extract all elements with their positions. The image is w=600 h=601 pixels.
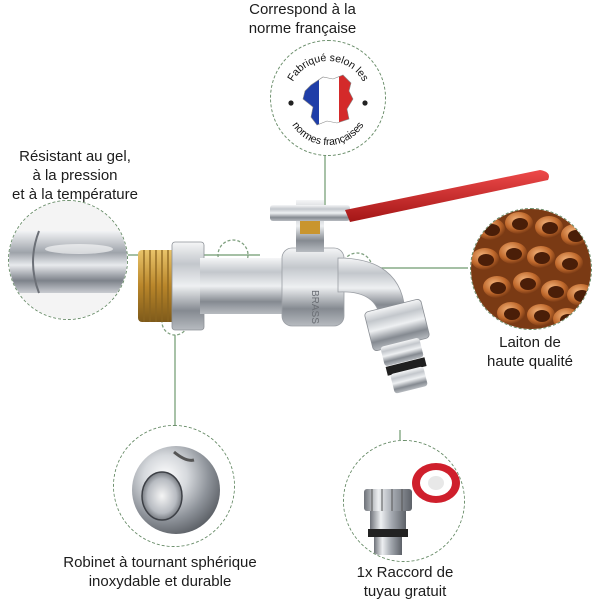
right-caption: Laiton de haute qualité [487, 334, 573, 370]
copper-pipe-end [553, 308, 581, 329]
copper-pipe-end [505, 212, 533, 234]
copper-pipes-circle [470, 208, 592, 330]
copper-pipe-end [527, 304, 555, 326]
copper-pipe-end [541, 280, 569, 302]
copper-pipe-end [555, 252, 583, 274]
copper-pipe-end [535, 216, 563, 238]
left-caption: Résistant au gel, à la pression et à la … [12, 148, 138, 203]
top-caption: Correspond à la norme française [248, 1, 357, 37]
france-map-icon: Fabriqué selon les normes françaises [285, 52, 371, 148]
french-norm-badge: Fabriqué selon les normes françaises [270, 40, 386, 156]
hose-connector-circle [343, 440, 465, 562]
badge-arc-bottom-text: normes françaises [290, 120, 367, 148]
copper-pipe-end [477, 218, 505, 240]
copper-pipes-image [471, 209, 591, 329]
copper-pipe-end [567, 284, 591, 306]
copper-pipe-end [497, 302, 525, 324]
copper-pipe-end [483, 276, 511, 298]
copper-pipe-end [513, 272, 541, 294]
ball-valve-circle [113, 425, 235, 547]
copper-pipe-end [527, 246, 555, 268]
copper-pipe-end [499, 242, 527, 264]
copper-pipe-end [471, 248, 499, 270]
chrome-detail-circle [8, 200, 128, 320]
svg-text:normes françaises: normes françaises [290, 120, 367, 148]
connector-and-tape-image [344, 441, 464, 561]
copper-pipe-end [561, 224, 589, 246]
stainless-ball-image [114, 426, 234, 546]
bottom-right-caption: 1x Raccord de tuyau gratuit [356, 564, 454, 600]
bottom-left-caption: Robinet à tournant sphérique inoxydable … [63, 554, 257, 590]
